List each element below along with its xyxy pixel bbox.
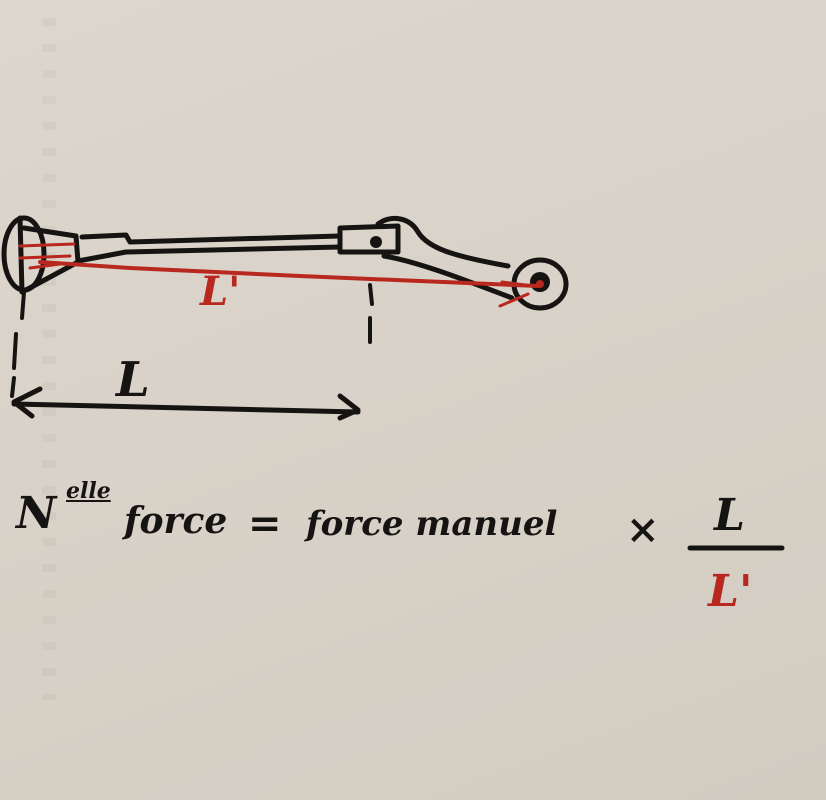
bleed-through-text bbox=[42, 0, 56, 700]
formula-denominator: L' bbox=[708, 566, 753, 617]
formula-equals: = bbox=[248, 500, 282, 547]
wrench-length-arrow bbox=[11, 386, 361, 421]
wrench-shaft bbox=[75, 232, 343, 264]
formula-numerator: L bbox=[714, 490, 745, 541]
guide-lines bbox=[10, 283, 374, 398]
extended-length-line bbox=[38, 260, 540, 308]
crowfoot-extension bbox=[337, 215, 569, 311]
label-wrench-length: L bbox=[116, 352, 150, 408]
wrench-handle-icon bbox=[1, 215, 81, 320]
formula-lhs-superscript: elle bbox=[66, 478, 111, 504]
formula-lhs-word: force bbox=[124, 500, 228, 542]
formula-lhs-prefix: N bbox=[16, 488, 57, 539]
formula-rhs-term: force manuel bbox=[306, 504, 558, 544]
label-extended-length: L' bbox=[200, 268, 241, 315]
formula-times: × bbox=[626, 506, 660, 553]
